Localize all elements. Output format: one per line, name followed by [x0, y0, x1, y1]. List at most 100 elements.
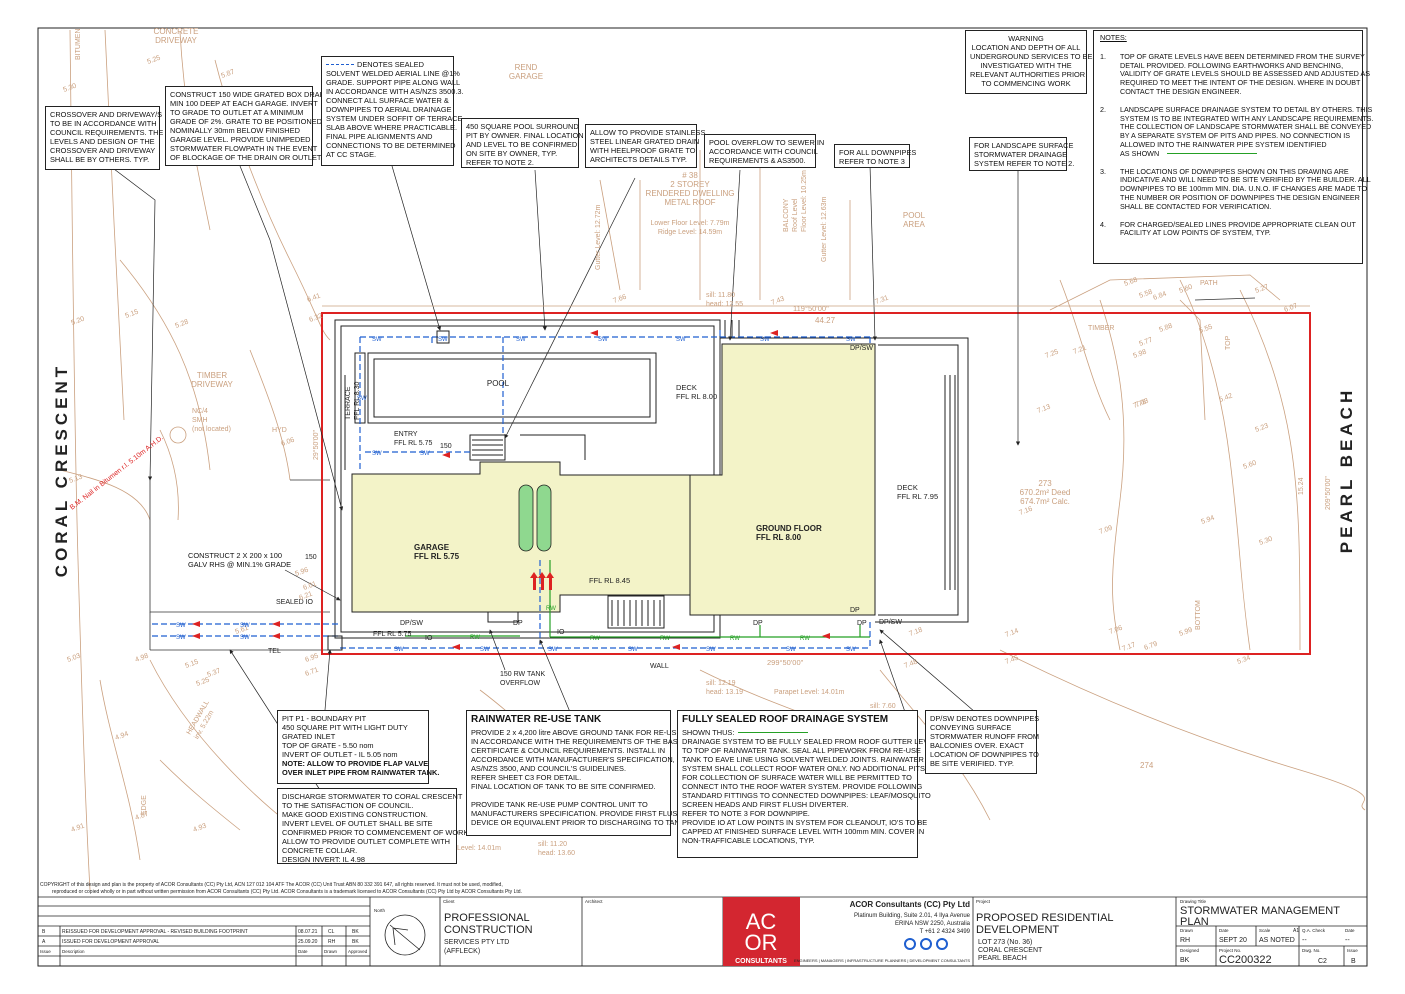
note-line: BE SITE VERIFIED. TYP. — [930, 759, 1014, 768]
spot-level: 7.09 — [1098, 525, 1113, 536]
copyright-line: COPYRIGHT of this design and plan is the… — [40, 882, 503, 888]
note-line: AT CC STAGE. — [326, 150, 377, 159]
sewer-pipe-label: SW — [598, 337, 608, 343]
spot-level: 6.41 — [306, 293, 321, 304]
plan-label: 29°50'00" — [312, 430, 320, 460]
boundary-pit-p1 — [327, 635, 343, 651]
plan-label: B.M. Nail in Bitumen r.l. 5.10m A.H.D. — [69, 434, 165, 511]
plan-label: 15.24 — [1298, 477, 1305, 495]
spot-level: 7.48 — [903, 659, 918, 670]
spot-level: 5.88 — [1158, 323, 1173, 334]
plan-label: -- — [1345, 937, 1350, 944]
notes-line: THE NUMBER OR POSITION OF DOWNPIPES THE … — [1120, 192, 1360, 202]
notes-item: 1. TOP OF GRATE LEVELS HAVE BEEN DETERMIN… — [1100, 51, 1370, 97]
spot-level: 5.25 — [146, 55, 161, 66]
plan-label: 209°50'00" — [1324, 476, 1332, 510]
sewer-pipe-label: SW — [372, 451, 382, 457]
plan-label: Dwg. No. — [1302, 948, 1321, 953]
plan-label: sill: 7.60 — [870, 703, 896, 710]
spot-level: 5.15 — [124, 309, 139, 320]
note-line: MANUFACTURERS SPECIFICATION. PROVIDE FIR… — [471, 809, 683, 818]
plan-label: Issue — [1347, 948, 1358, 953]
sewer-pipe-label: SW — [480, 647, 490, 653]
plan-label: Designed — [1180, 948, 1200, 953]
note-line: TO TOP OF RAINWATER TANK. SEAL ALL PIPEW… — [682, 746, 921, 755]
copyright-line: reproduced or copied wholly or in part w… — [52, 889, 522, 895]
spot-level: 5.42 — [1218, 393, 1233, 404]
plan-label: -- — [1302, 937, 1307, 944]
note-line: ON SITE BY OWNER, TYP. — [466, 149, 558, 158]
sewer-pipe-label: SW — [420, 451, 430, 457]
plan-label: 274 — [1140, 761, 1154, 770]
note-line: OF BLOCKAGE OF THE DRAIN OR OUTLET — [170, 153, 322, 162]
sewer-pipe-label: SW — [846, 647, 856, 653]
spot-level: 7.43 — [770, 296, 785, 307]
sewer-pipe-label: SW — [240, 635, 250, 641]
plan-label: DP — [850, 607, 860, 614]
note-line: BALCONIES OVER. EXACT — [930, 741, 1025, 750]
project-sub: LOT 273 (No. 36) — [978, 939, 1032, 946]
notes-line: TOP OF GRATE LEVELS HAVE BEEN DETERMINED… — [1120, 51, 1365, 61]
spot-level: 6.71 — [304, 667, 319, 678]
rainwater-tank-1 — [518, 484, 534, 552]
north-arrow — [384, 914, 426, 956]
revision-approved: BK — [352, 929, 359, 935]
sewer-pipe-label: SW — [628, 647, 638, 653]
note-line: CROSSOVER AND DRIVEWAY/S — [50, 110, 163, 119]
road-edges — [149, 297, 1256, 651]
sealed-line-note: DENOTES SEALED SOLVENT WELDED AERIAL LIN… — [321, 56, 464, 166]
notes-line: SHALL BE CONTACTED FOR VERIFICATION. — [1120, 201, 1272, 211]
client-name: CONSTRUCTION — [444, 924, 533, 936]
sewer-pipe-label: SW — [176, 635, 186, 641]
spot-level: 5.77 — [1138, 337, 1153, 348]
plan-label: 299°50'00" — [767, 658, 804, 667]
notes-item-number: 1. — [1100, 51, 1106, 61]
spot-level: 5.28 — [174, 319, 189, 330]
plan-label: Approved — [348, 949, 368, 954]
plan-label: BITUMEN — [75, 29, 82, 61]
note-line: FINAL LOCATION OF TANK TO BE SITE CONFIR… — [471, 782, 656, 791]
note-line: LEVELS AND DESIGN OF THE — [50, 137, 155, 146]
spot-level: 5.58 — [1138, 289, 1153, 300]
revision-date: 25.09.20 — [298, 939, 318, 945]
spot-level: 5.20 — [70, 316, 85, 327]
note-line: TO THE SATISFACTION OF COUNCIL. — [282, 801, 414, 810]
plan-label: North — [374, 908, 386, 913]
sewer-pipe-label: SW — [357, 396, 367, 402]
note-line: TO BE IN ACCORDANCE WITH — [50, 119, 157, 128]
note-line: ARCHITECTS DETAILS TYP. — [590, 155, 687, 164]
notes-line: INDICATIVE AND WILL NEED TO BE SITE VERI… — [1120, 175, 1371, 185]
note-line: REFER SHEET C3 FOR DETAIL. — [471, 773, 582, 782]
revision-drawn: RH — [328, 939, 336, 945]
note-line: AND LEVEL TO BE CONFIRMED — [466, 140, 578, 149]
spot-level: 4.94 — [114, 731, 129, 742]
plan-label: Description — [62, 949, 85, 954]
spot-level: 5.37 — [206, 668, 221, 679]
spot-level: 4.93 — [192, 823, 207, 834]
note-line: CONNECT ALL SURFACE WATER & — [326, 96, 449, 105]
plan-label: Q.A. Check — [1302, 928, 1326, 933]
notes-line: BY A SEPARATE SYSTEM OF PITS AND PIPES. … — [1120, 131, 1351, 141]
plan-label: DP — [753, 620, 763, 627]
plan-label: BOTTOM — [1195, 600, 1202, 630]
plan-label: Issue — [40, 949, 51, 954]
note-line: CERTIFICATE & COUNCIL REQUIREMENTS. INST… — [471, 746, 666, 755]
notes-line: THE COLLECTION OF LANDSCAPE STORMWATER S… — [1120, 122, 1372, 132]
notes-line: FACILITY AT LOW POINTS OF SYSTEM, TYP. — [1120, 228, 1271, 238]
plan-label: Date — [1345, 928, 1355, 933]
